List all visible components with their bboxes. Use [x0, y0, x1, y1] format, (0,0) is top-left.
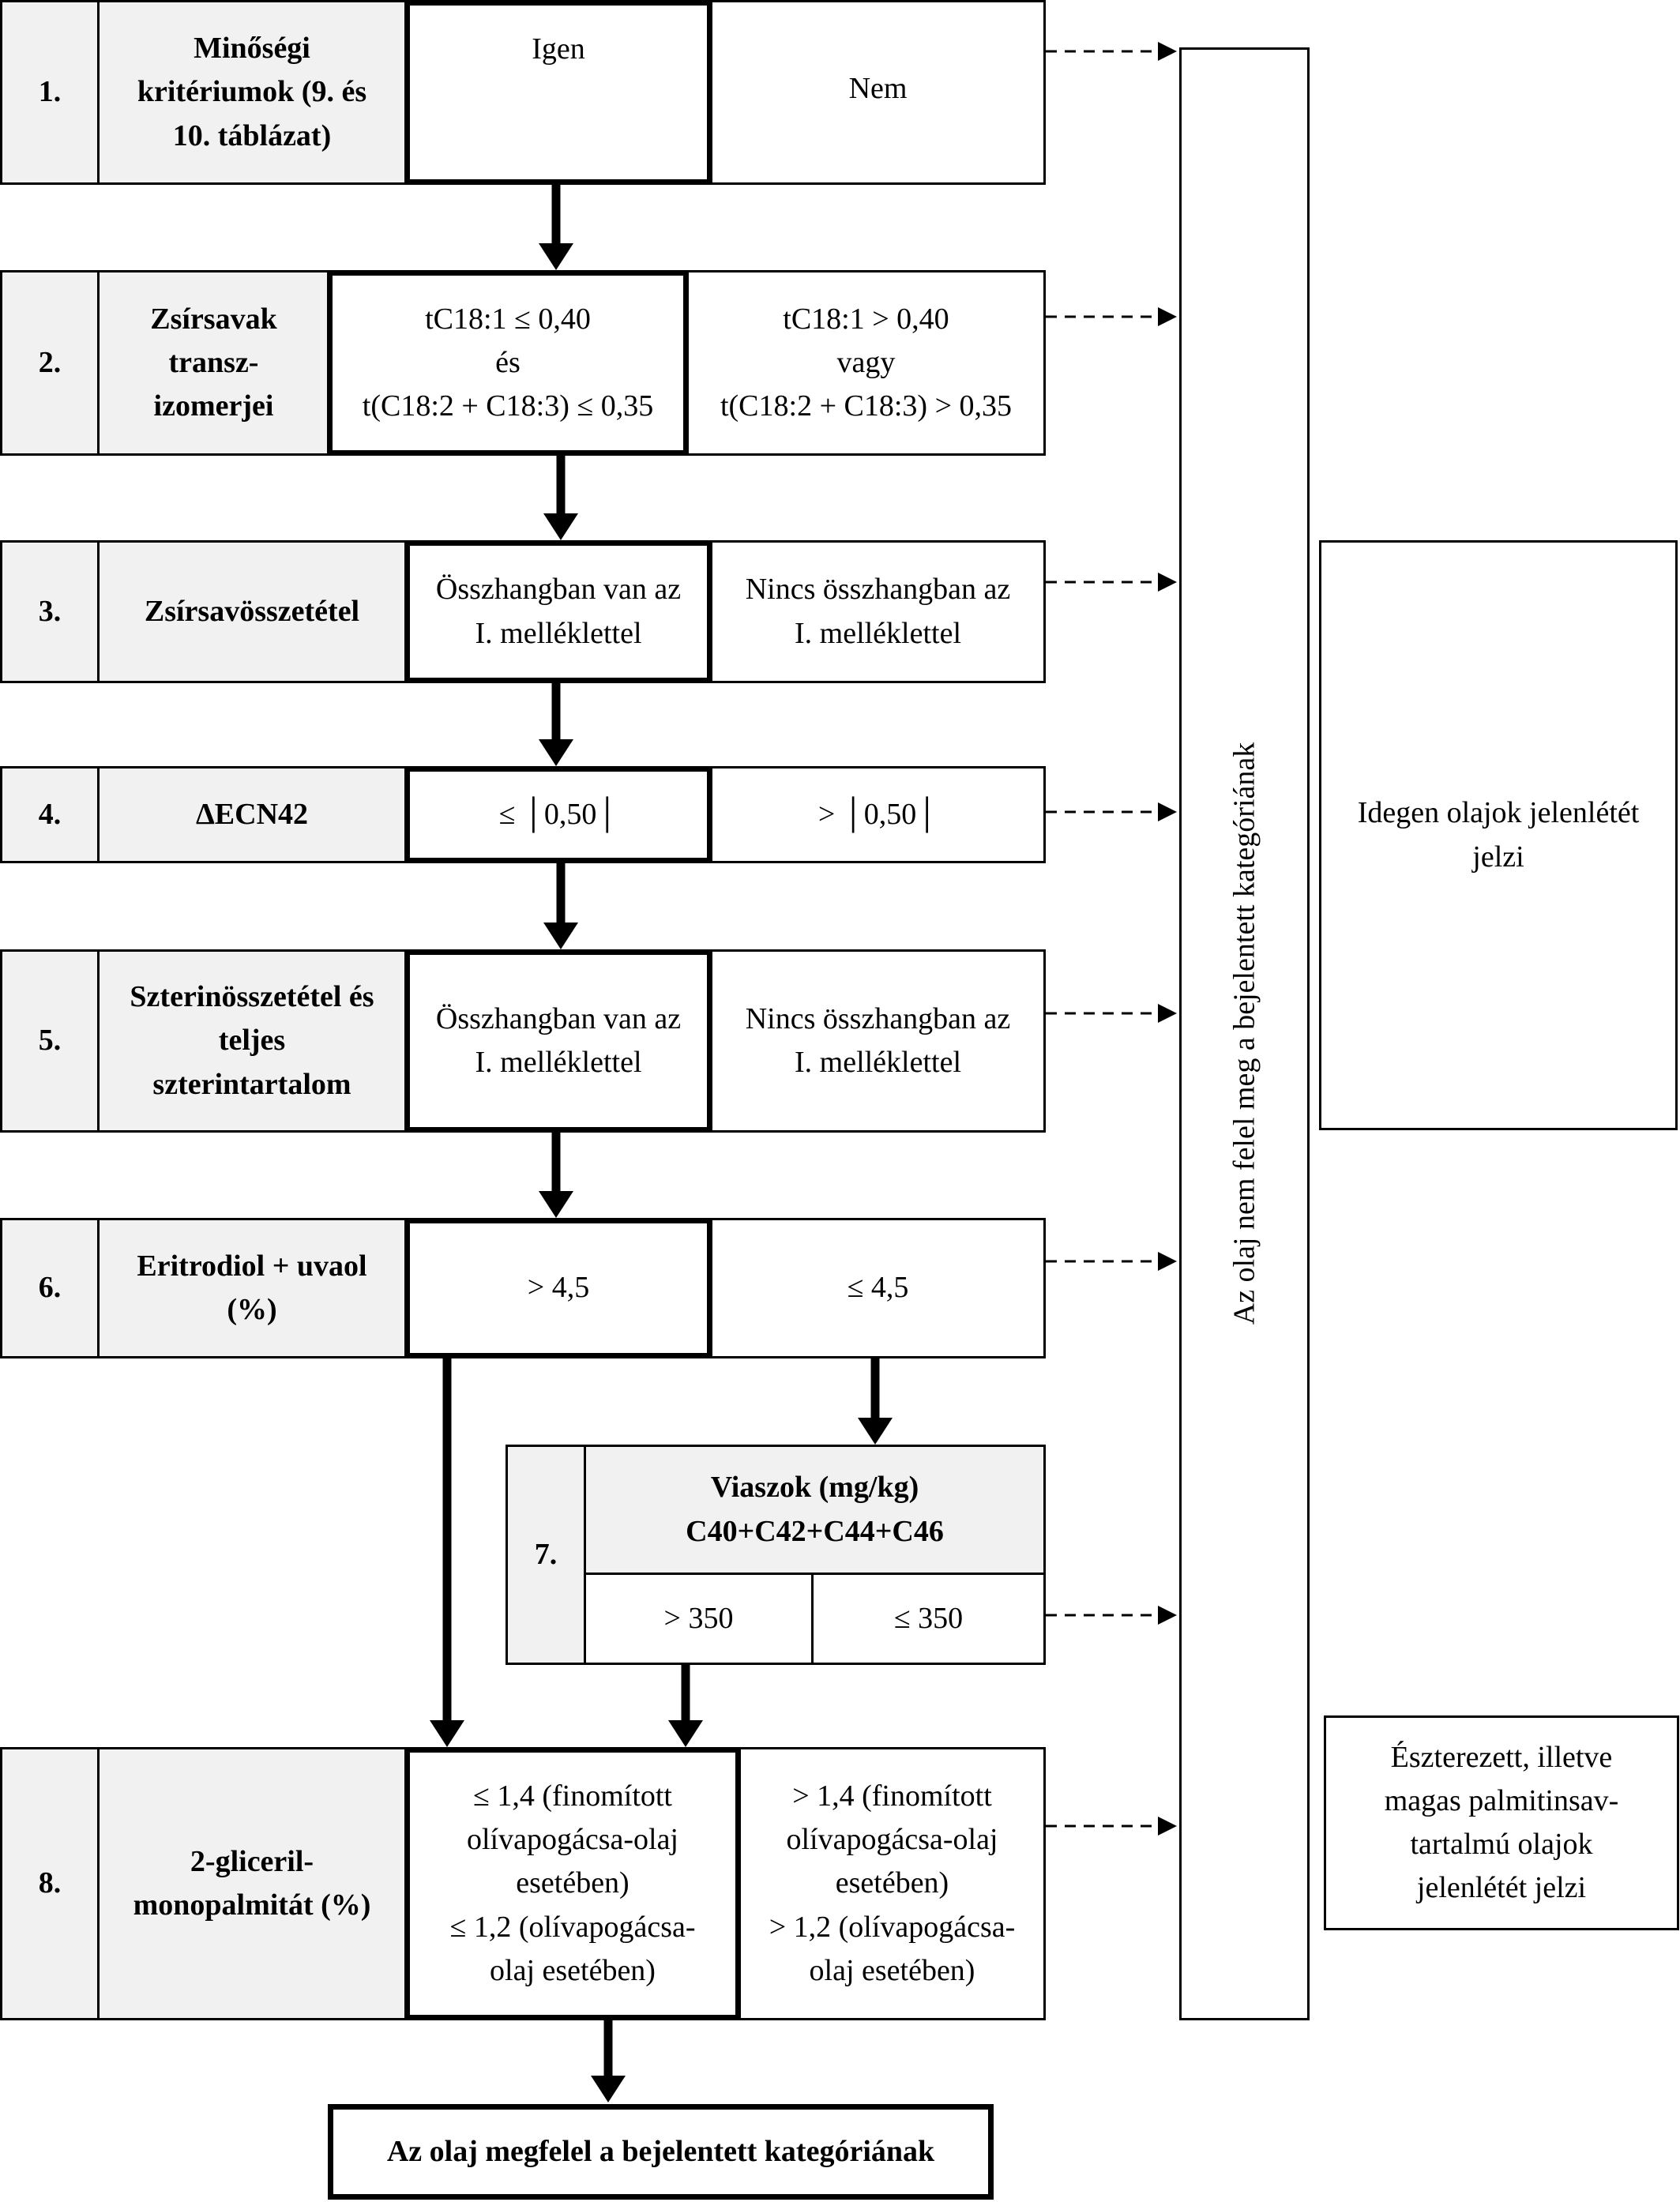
- arrowhead-6-to-7: [858, 1418, 893, 1445]
- arrowhead-3-to-4: [539, 739, 573, 766]
- arrowhead-4-to-5: [543, 923, 578, 949]
- arrowhead-8-to-final: [591, 2076, 626, 2102]
- step-4-fail: > │0,50│: [710, 766, 1046, 863]
- step-2-label: Zsírsavak transz- izomerjei: [97, 270, 330, 456]
- step-8-fail: > 1,4 (finomított olívapogácsa-olaj eset…: [739, 1747, 1046, 2020]
- step-2-fail: tC18:1 > 0,40 vagy t(C18:2 + C18:3) > 0,…: [686, 270, 1046, 456]
- dashed-arrowheads: [1158, 42, 1177, 1836]
- step-6-pass: > 4,5: [404, 1218, 712, 1358]
- step-3-pass: Összhangban van az I. melléklettel: [404, 540, 712, 683]
- arrowhead-5-to-6: [539, 1191, 573, 1218]
- arrowhead-6-to-8: [430, 1720, 464, 1747]
- step-1-pass: Igen: [404, 0, 712, 185]
- reject-column: Az olaj nem felel meg a bejelentett kate…: [1179, 47, 1310, 2020]
- step-6-label: Eritrodiol + uvaol (%): [97, 1218, 407, 1358]
- step-4-number: 4.: [0, 766, 100, 863]
- step-7-number: 7.: [506, 1445, 586, 1665]
- step-2-number: 2.: [0, 270, 100, 456]
- reject-head-4: [1158, 802, 1177, 821]
- step-1-fail: Nem: [710, 0, 1046, 185]
- step-4-pass: ≤ │0,50│: [404, 766, 712, 863]
- step-4-label: ΔECN42: [97, 766, 407, 863]
- solid-arrows: [430, 185, 893, 2102]
- step-5-label: Szterinösszetétel és teljes szterintarta…: [97, 949, 407, 1133]
- step-7-label: Viaszok (mg/kg) C40+C42+C44+C46: [584, 1445, 1046, 1575]
- step-6-number: 6.: [0, 1218, 100, 1358]
- step-8-number: 8.: [0, 1747, 100, 2020]
- step-1-label: Minőségi kritériumok (9. és 10. táblázat…: [97, 0, 407, 185]
- reject-head-1: [1158, 42, 1177, 61]
- step-5-fail: Nincs összhangban az I. melléklettel: [710, 949, 1046, 1133]
- note-esterified-oils: Észterezett, illetve magas palmitinsav- …: [1324, 1715, 1679, 1930]
- reject-head-6: [1158, 1252, 1177, 1271]
- reject-head-2: [1158, 307, 1177, 326]
- step-7-pass: > 350: [584, 1573, 814, 1665]
- step-3-fail: Nincs összhangban az I. melléklettel: [710, 540, 1046, 683]
- note-foreign-oils: Idegen olajok jelenlétét jelzi: [1319, 540, 1678, 1130]
- arrowhead-7-to-8: [668, 1720, 703, 1747]
- reject-head-8: [1158, 1817, 1177, 1836]
- step-2-pass: tC18:1 ≤ 0,40 és t(C18:2 + C18:3) ≤ 0,35: [327, 270, 689, 456]
- step-3-number: 3.: [0, 540, 100, 683]
- reject-column-text: Az olaj nem felel meg a bejelentett kate…: [1227, 742, 1261, 1325]
- reject-head-7: [1158, 1606, 1177, 1625]
- reject-head-3: [1158, 573, 1177, 592]
- step-1-number: 1.: [0, 0, 100, 185]
- step-3-label: Zsírsavösszetétel: [97, 540, 407, 683]
- step-8-label: 2-gliceril- monopalmitát (%): [97, 1747, 407, 2020]
- arrowhead-1-to-2: [539, 243, 573, 270]
- step-8-pass: ≤ 1,4 (finomított olívapogácsa-olaj eset…: [404, 1747, 741, 2020]
- final-result: Az olaj megfelel a bejelentett kategóriá…: [328, 2104, 994, 2200]
- step-5-number: 5.: [0, 949, 100, 1133]
- dashed-arrows: [1046, 50, 1161, 1828]
- arrowhead-2-to-3: [543, 513, 578, 540]
- step-5-pass: Összhangban van az I. melléklettel: [404, 949, 712, 1133]
- step-7-fail: ≤ 350: [811, 1573, 1046, 1665]
- step-6-fail: ≤ 4,5: [710, 1218, 1046, 1358]
- reject-head-5: [1158, 1004, 1177, 1023]
